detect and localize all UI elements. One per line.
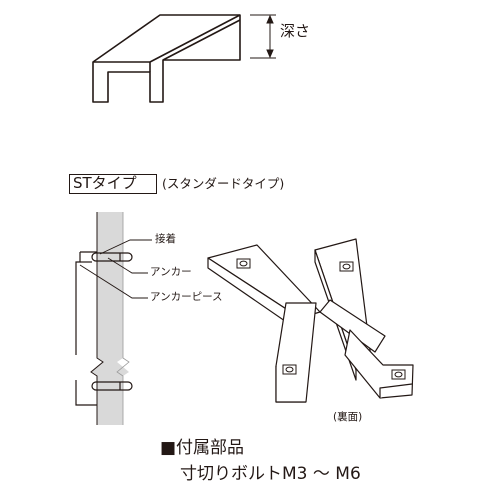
type-name: STタイプ bbox=[73, 174, 137, 192]
callout-anchor-piece: アンカーピース bbox=[150, 291, 223, 303]
anchor-piece-reverse bbox=[207, 238, 414, 403]
parts-heading: ■付属部品 bbox=[160, 438, 245, 458]
anchor-piece-section bbox=[75, 251, 97, 406]
reverse-side-label: (裏面) bbox=[333, 411, 363, 423]
callout-adhesive: 接着 bbox=[155, 233, 176, 245]
bolt-holes bbox=[236, 258, 406, 380]
callout-leaders bbox=[79, 239, 152, 299]
type-frame bbox=[69, 174, 157, 194]
wall-section bbox=[90, 212, 130, 425]
parts-item: 寸切りボルトM3 ～ M6 bbox=[180, 464, 361, 484]
callout-anchor: アンカー bbox=[150, 266, 192, 278]
channel-profile bbox=[92, 14, 241, 103]
depth-dimension bbox=[250, 14, 276, 59]
anchor-lower bbox=[91, 381, 133, 391]
depth-label: 深さ bbox=[280, 22, 311, 40]
type-description: (スタンダードタイプ) bbox=[162, 176, 285, 191]
